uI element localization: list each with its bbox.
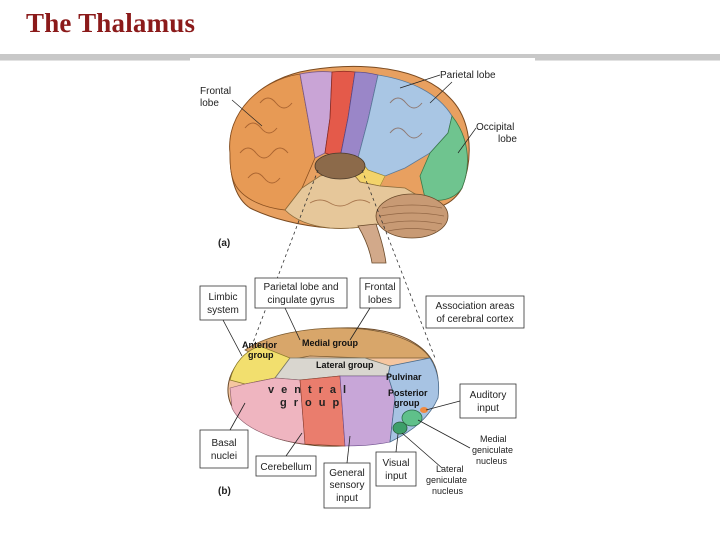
upper-arrows xyxy=(222,307,371,357)
visual-input-line1: Visual xyxy=(382,458,409,469)
gyri-pattern xyxy=(239,97,423,207)
projection-lines xyxy=(247,169,436,359)
panel-b-tag: (b) xyxy=(218,486,231,497)
parietal-lobe-label: Parietal lobe xyxy=(440,70,496,81)
ventral-group-label-line2: group xyxy=(280,397,346,409)
posterior-group-label-line1: Posterior xyxy=(388,388,428,398)
lateral-geniculate-line2: geniculate xyxy=(426,475,467,485)
lateral-group-label: Lateral group xyxy=(316,360,374,370)
thalamus-detail: Limbic system Parietal lobe and cingulat… xyxy=(199,277,525,509)
frontal-lobes-box: Frontal lobes xyxy=(359,277,401,309)
panel-a-tag: (a) xyxy=(218,238,230,249)
parietal-cingulate-line2: cingulate gyrus xyxy=(267,295,334,306)
anterior-group-label-line2: group xyxy=(248,350,274,360)
lower-arrows xyxy=(229,400,471,469)
occipital-lobe-label-line2: lobe xyxy=(498,134,517,145)
parietal-cingulate-line1: Parietal lobe and xyxy=(263,282,338,293)
brainstem-lateral xyxy=(357,223,387,264)
auditory-input-box: Auditory input xyxy=(459,383,517,419)
frontal-lobes-line2: lobes xyxy=(368,295,392,306)
thalamus-highlight xyxy=(314,152,366,180)
medial-geniculate-line2: geniculate xyxy=(472,445,513,455)
limbic-system-line1: Limbic xyxy=(209,292,238,303)
general-sensory-line2: sensory xyxy=(329,480,364,491)
medial-geniculate-line1: Medial xyxy=(480,434,507,444)
ventral-group-label-line1: ventral xyxy=(268,384,353,396)
visual-input-box: Visual input xyxy=(375,451,417,487)
basal-nuclei-line2: nuclei xyxy=(211,451,237,462)
medial-geniculate-nucleus xyxy=(401,409,423,427)
frontal-lobes-line1: Frontal xyxy=(364,282,395,293)
limbic-system-box: Limbic system xyxy=(199,285,247,321)
association-areas-line2: of cerebral cortex xyxy=(436,314,513,325)
lateral-geniculate-nucleus xyxy=(392,421,408,435)
limbic-system-line2: system xyxy=(207,305,239,316)
occipital-lobe-label-line1: Occipital xyxy=(476,122,514,133)
ventral-group-pink xyxy=(229,377,306,445)
title-divider xyxy=(0,54,720,60)
frontal-lobe-pointer xyxy=(231,99,263,127)
brain-lateral-view: Frontal lobe Parietal lobe Occipital lob… xyxy=(200,65,517,264)
frontal-lobe-label-line2: lobe xyxy=(200,98,219,109)
posterior-group-label-line2: group xyxy=(394,398,420,408)
lateral-geniculate-line3: nucleus xyxy=(432,486,464,496)
general-sensory-line3: input xyxy=(336,493,358,504)
association-areas-line1: Association areas xyxy=(436,301,515,312)
parietal-lobe-pointer-2 xyxy=(429,81,453,104)
visual-input-line2: input xyxy=(385,471,407,482)
premotor-region xyxy=(299,71,333,159)
thalamus-diagram: Frontal lobe Parietal lobe Occipital lob… xyxy=(199,65,525,509)
cerebellum-box: Cerebellum xyxy=(255,455,317,477)
medial-group-label: Medial group xyxy=(302,338,359,348)
cerebellum-lateral xyxy=(375,193,449,239)
thalamus-figure: Frontal lobe Parietal lobe Occipital lob… xyxy=(190,58,535,520)
geniculate-orange xyxy=(420,407,428,413)
parietal-lobe-pointer-1 xyxy=(399,74,441,89)
cerebellum-folia xyxy=(379,204,445,232)
occipital-lobe-pointer xyxy=(457,127,477,154)
general-sensory-line1: General xyxy=(329,468,365,479)
pulvinar-region xyxy=(387,357,440,443)
lateral-geniculate-line1: Lateral xyxy=(436,464,464,474)
slide-title: The Thalamus xyxy=(26,8,196,38)
general-sensory-box: General sensory input xyxy=(323,462,371,509)
pulvinar-label: Pulvinar xyxy=(386,372,422,382)
basal-nuclei-box: Basal nuclei xyxy=(199,429,249,469)
cerebellum-box-label: Cerebellum xyxy=(260,462,311,473)
parietal-cingulate-box: Parietal lobe and cingulate gyrus xyxy=(254,277,348,309)
anterior-group-label-line1: Anterior xyxy=(242,340,278,350)
association-areas-box: Association areas of cerebral cortex xyxy=(425,295,525,329)
auditory-input-line2: input xyxy=(477,403,499,414)
medial-geniculate-line3: nucleus xyxy=(476,456,508,466)
auditory-input-line1: Auditory xyxy=(470,390,507,401)
frontal-lobe-label-line1: Frontal xyxy=(200,86,231,97)
basal-nuclei-line1: Basal xyxy=(211,438,236,449)
